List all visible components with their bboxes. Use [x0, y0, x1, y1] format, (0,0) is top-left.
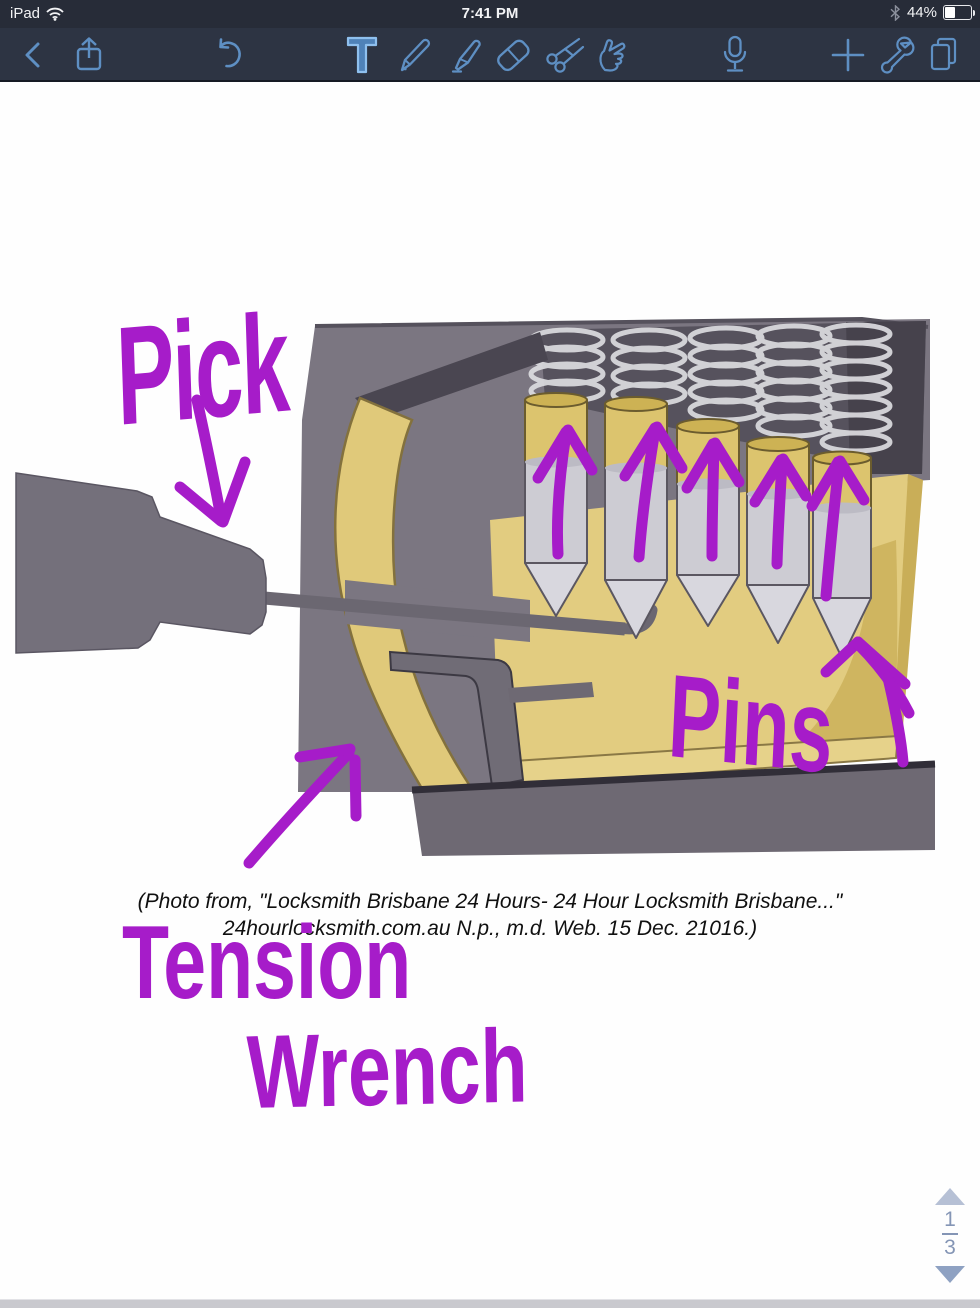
page-navigation: 1 3 — [928, 1188, 972, 1283]
wrench-settings-icon — [880, 36, 915, 74]
microphone-button[interactable] — [712, 32, 758, 78]
pages-button[interactable] — [920, 32, 966, 78]
pick-label: Pick — [114, 283, 291, 455]
battery-percent: 44% — [906, 4, 937, 21]
page-down-arrow[interactable] — [935, 1266, 965, 1283]
hand-tool-button[interactable] — [590, 32, 636, 78]
page-indicator: 1 3 — [942, 1209, 958, 1259]
pins-label: Pins — [665, 649, 836, 800]
text-tool-button[interactable] — [339, 32, 385, 78]
battery-icon — [943, 5, 975, 20]
pen-tool-icon — [400, 38, 431, 72]
page-edge-strip — [0, 1299, 980, 1308]
pages-icon — [930, 37, 957, 71]
hand-tool-icon — [599, 39, 626, 72]
device-label: iPad — [10, 5, 41, 22]
tension-label: Tension — [122, 905, 412, 1021]
undo-button[interactable] — [205, 32, 251, 78]
page-total: 3 — [944, 1236, 956, 1259]
text-tool-icon — [346, 36, 378, 74]
settings-button[interactable] — [874, 32, 920, 78]
citation-text: (Photo from, "Locksmith Brisbane 24 Hour… — [0, 888, 980, 942]
status-bar: iPad 7:41 PM 44% — [0, 0, 980, 28]
share-button[interactable] — [66, 32, 112, 78]
share-icon — [76, 37, 102, 71]
eraser-tool-button[interactable] — [490, 32, 536, 78]
back-chevron-icon — [25, 42, 40, 68]
add-button[interactable] — [825, 32, 871, 78]
back-button[interactable] — [10, 32, 56, 78]
page-current: 1 — [944, 1208, 956, 1231]
eraser-tool-icon — [497, 39, 530, 72]
pen-tool-button[interactable] — [392, 32, 438, 78]
clock: 7:41 PM — [461, 5, 519, 22]
microphone-icon — [723, 35, 747, 72]
highlighter-tool-button[interactable] — [445, 32, 491, 78]
wifi-icon — [46, 7, 64, 21]
wrench-label: Wrench — [246, 1008, 529, 1131]
bluetooth-icon — [890, 4, 900, 21]
toolbar — [0, 28, 980, 82]
undo-icon — [219, 38, 241, 68]
scissors-tool-icon — [546, 37, 585, 73]
citation-line-2: 24hourlocksmith.com.au N.p., m.d. Web. 1… — [222, 917, 758, 940]
page-up-arrow[interactable] — [935, 1188, 965, 1205]
page-fraction-bar — [942, 1233, 958, 1235]
scissors-tool-button[interactable] — [542, 32, 588, 78]
citation-line-1: (Photo from, "Locksmith Brisbane 24 Hour… — [137, 890, 843, 913]
plus-icon — [831, 38, 865, 72]
highlighter-tool-icon — [451, 39, 481, 73]
